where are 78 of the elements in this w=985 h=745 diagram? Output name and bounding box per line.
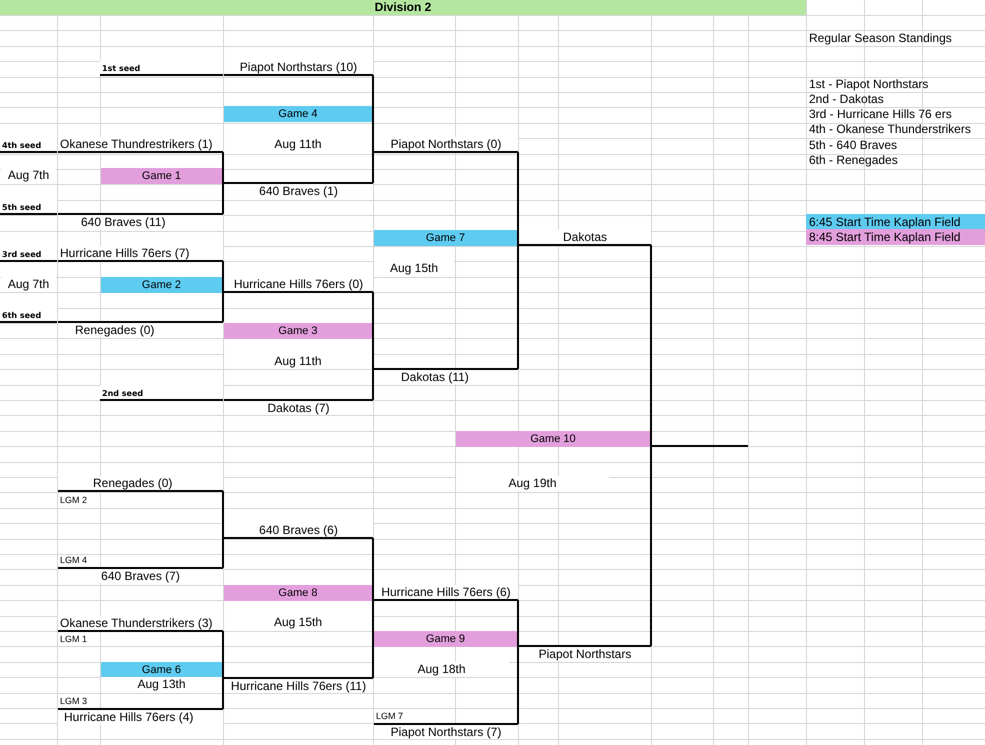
bracket-line — [222, 261, 224, 293]
bracket-line — [372, 75, 374, 153]
game-loser-label: LGM 1 — [59, 633, 88, 646]
bracket-line — [222, 182, 224, 214]
date-text: Aug 15th — [374, 261, 454, 276]
seed-label: 5th seed — [0, 199, 57, 215]
bracket-line — [372, 151, 374, 183]
game-header: Game 9 — [374, 631, 517, 647]
game-loser-label: LGM 2 — [59, 494, 88, 507]
standings-text: 4th - Okanese Thunderstrikers — [808, 122, 972, 137]
date-text: Aug 7th — [1, 277, 56, 292]
team-entry: Hurricane Hills 76ers (4) — [58, 708, 223, 724]
game-header: Game 6 — [101, 662, 222, 678]
bracket-line — [222, 291, 224, 322]
date-text: Aug 13th — [101, 677, 222, 692]
legend-entry: 8:45 Start Time Kaplan Field — [806, 229, 985, 245]
game-header: Game 7 — [374, 230, 517, 246]
seed-label: 4th seed — [0, 137, 57, 153]
game-header: Game 8 — [224, 585, 372, 601]
bracket-line — [222, 491, 224, 539]
team-entry: Piapot Northstars — [519, 645, 651, 661]
seed-label: 6th seed — [0, 307, 57, 323]
game-header: Game 3 — [224, 323, 372, 339]
date-text: Aug 11th — [224, 137, 372, 152]
team-entry: 640 Braves (1) — [224, 182, 373, 198]
date-text: Aug 7th — [1, 168, 56, 183]
game-header: Game 1 — [101, 168, 222, 184]
game-header: Game 4 — [224, 106, 372, 122]
team-entry: Dakotas — [519, 230, 651, 246]
team-entry: Piapot Northstars (0) — [374, 137, 518, 153]
date-text: Aug 19th — [456, 476, 609, 491]
bracket-line — [372, 368, 374, 400]
standings-text: 5th - 640 Braves — [808, 138, 898, 153]
bracket-line — [517, 600, 520, 647]
team-entry: 640 Braves (11) — [58, 213, 223, 229]
date-text: Aug 11th — [224, 354, 372, 369]
seed-label: 3rd seed — [0, 246, 57, 262]
team-entry: Piapot Northstars (10) — [224, 60, 373, 76]
team-entry: Renegades (0) — [58, 321, 223, 337]
game-header: Game 10 — [456, 431, 650, 447]
standings-text: 2nd - Dakotas — [808, 92, 885, 107]
legend-entry: 6:45 Start Time Kaplan Field — [806, 214, 985, 230]
date-text: Aug 15th — [224, 615, 372, 630]
bracket-line — [650, 445, 748, 646]
game-loser-label: LGM 7 — [375, 710, 404, 723]
bracket-line — [517, 244, 520, 369]
game-loser-label: LGM 3 — [59, 695, 88, 708]
bracket-line — [222, 677, 224, 709]
team-entry: 640 Braves (7) — [58, 567, 223, 583]
bracket-line — [222, 631, 224, 679]
date-text: Aug 18th — [374, 662, 509, 677]
bracket-line — [372, 599, 374, 678]
bracket-line — [372, 292, 374, 370]
standings-text: 3rd - Hurricane Hills 76 ers — [808, 107, 953, 122]
team-entry: Okanese Thunderstrikers (3) — [58, 616, 223, 632]
bracket-line — [222, 152, 224, 184]
title-banner: Division 2 — [0, 0, 806, 15]
seed-label: 1st seed — [100, 60, 223, 76]
team-entry: Dakotas (11) — [374, 368, 518, 384]
team-entry: Hurricane Hills 76ers (6) — [374, 585, 518, 601]
bracket-line — [222, 537, 224, 568]
team-entry: Hurricane Hills 76ers (7) — [58, 246, 223, 262]
team-entry: Hurricane Hills 76ers (11) — [224, 677, 373, 693]
standings-text: 1st - Piapot Northstars — [808, 77, 930, 92]
team-entry: Piapot Northstars (7) — [374, 723, 518, 739]
team-entry: 640 Braves (6) — [224, 523, 373, 539]
bracket-line — [517, 152, 520, 246]
team-entry: Dakotas (7) — [224, 399, 373, 415]
team-entry: Hurricane Hills 76ers (0) — [224, 277, 373, 293]
bracket-line — [372, 538, 374, 601]
team-entry: Renegades (0) — [58, 476, 223, 492]
game-loser-label: LGM 4 — [59, 554, 88, 567]
bracket-line — [517, 645, 520, 724]
standings-text: 6th - Renegades — [808, 153, 899, 168]
standings-text: Regular Season Standings — [808, 31, 953, 46]
game-header: Game 2 — [101, 277, 222, 293]
seed-label: 2nd seed — [100, 385, 223, 401]
team-entry: Okanese Thundrestrikers (1) — [58, 137, 223, 153]
